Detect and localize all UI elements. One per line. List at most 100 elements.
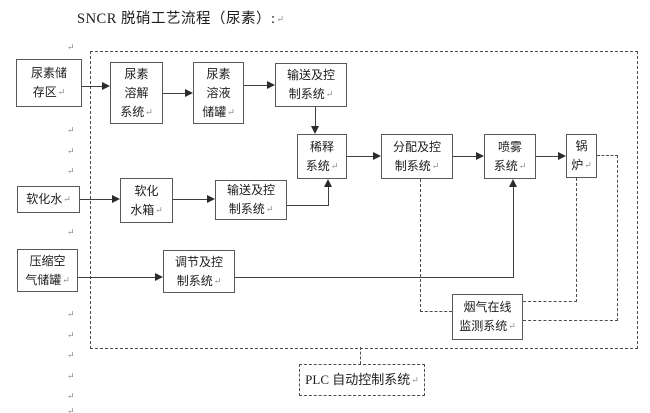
paragraph-mark: ↵ bbox=[67, 146, 75, 156]
paragraph-mark: ↵ bbox=[63, 194, 71, 204]
box-label-line: 压缩空 bbox=[29, 253, 66, 268]
node-urea-storage: 尿素储存区↵ bbox=[16, 59, 82, 107]
paragraph-mark: ↵ bbox=[276, 14, 285, 24]
paragraph-mark: ↵ bbox=[67, 330, 75, 340]
node-softened-water-tank: 软化水箱↵ bbox=[120, 178, 173, 223]
connector-storage-to-dissolving bbox=[82, 86, 103, 87]
box-label-line: 锅 bbox=[575, 139, 588, 153]
page-title: SNCR 脱硝工艺流程（尿素）:↵ bbox=[77, 7, 285, 28]
paragraph-mark: ↵ bbox=[227, 106, 235, 117]
box-label-line: 软化水↵ bbox=[26, 192, 71, 206]
signal-boiler-right-to-monitor-h bbox=[523, 320, 618, 321]
connector-water-to-water-tank bbox=[80, 199, 113, 200]
paragraph-mark: ↵ bbox=[57, 87, 66, 97]
arrowhead bbox=[185, 89, 193, 97]
paragraph-mark: ↵ bbox=[584, 160, 592, 170]
paragraph-mark: ↵ bbox=[325, 89, 334, 99]
box-label-line: 气储罐↵ bbox=[25, 272, 70, 287]
title-text: SNCR 脱硝工艺流程（尿素）: bbox=[77, 11, 276, 27]
connector-transport-to-dilution bbox=[315, 107, 316, 127]
arrowhead bbox=[267, 81, 275, 89]
arrowhead bbox=[476, 152, 484, 160]
box-label-line: 炉↵ bbox=[571, 158, 592, 172]
box-label-line: 溶解 bbox=[124, 85, 149, 100]
connector-solution-tank-to-transport bbox=[244, 85, 268, 86]
node-boiler: 锅炉↵ bbox=[566, 134, 597, 178]
signal-boiler-bottom-to-monitor-v bbox=[576, 178, 577, 302]
box-label-line: 尿素储 bbox=[30, 66, 67, 80]
box-label-line: 存区↵ bbox=[32, 85, 66, 99]
connector-regulation-to-spray-h bbox=[235, 277, 514, 278]
box-label-line: 输送及控 bbox=[226, 183, 275, 197]
node-distribution-control-system: 分配及控制系统↵ bbox=[381, 134, 453, 179]
paragraph-mark: ↵ bbox=[518, 160, 527, 171]
signal-distribution-to-monitor-v bbox=[420, 179, 421, 312]
box-label-line: 输送及控 bbox=[286, 68, 335, 82]
paragraph-mark: ↵ bbox=[67, 125, 75, 135]
paragraph-mark: ↵ bbox=[330, 160, 339, 171]
box-label-line: PLC 自动控制系统↵ bbox=[305, 372, 419, 387]
node-spray-system: 喷雾系统↵ bbox=[484, 134, 536, 179]
box-label-line: 喷雾 bbox=[497, 139, 522, 154]
box-label-line: 制系统↵ bbox=[288, 87, 334, 101]
paragraph-mark: ↵ bbox=[508, 321, 516, 331]
connector-dilution-to-distribution bbox=[347, 156, 374, 157]
paragraph-mark: ↵ bbox=[67, 391, 75, 401]
paragraph-mark: ↵ bbox=[213, 275, 222, 286]
paragraph-mark: ↵ bbox=[67, 166, 75, 176]
signal-distribution-to-monitor-h bbox=[420, 311, 452, 312]
arrowhead bbox=[509, 179, 517, 187]
node-regulation-control-system: 调节及控制系统↵ bbox=[163, 250, 235, 293]
box-label-line: 稀释 bbox=[309, 139, 334, 154]
box-label-line: 制系统↵ bbox=[176, 273, 222, 288]
paragraph-mark: ↵ bbox=[431, 160, 440, 171]
paragraph-mark: ↵ bbox=[67, 227, 75, 237]
plc-control-boundary bbox=[90, 51, 638, 349]
connector-transport-to-dilution-bottom-h bbox=[287, 205, 329, 206]
signal-boiler-right-v bbox=[617, 155, 618, 321]
node-transport-control-system-mid: 输送及控制系统↵ bbox=[215, 180, 287, 220]
paragraph-mark: ↵ bbox=[67, 309, 75, 319]
connector-transport-to-dilution-bottom-v bbox=[328, 185, 329, 206]
paragraph-mark: ↵ bbox=[62, 274, 70, 285]
connector-spray-to-boiler bbox=[536, 156, 559, 157]
connector-distribution-to-spray bbox=[453, 156, 477, 157]
box-label-line: 软化 bbox=[134, 183, 159, 198]
box-label-line: 制系统↵ bbox=[394, 158, 440, 173]
box-label-line: 系统↵ bbox=[305, 158, 339, 173]
connector-air-to-regulation bbox=[78, 277, 156, 278]
arrowhead bbox=[112, 195, 120, 203]
arrowhead bbox=[558, 152, 566, 160]
box-label-line: 制系统↵ bbox=[228, 202, 274, 216]
box-label-line: 系统↵ bbox=[120, 104, 153, 119]
box-label-line: 溶液 bbox=[206, 85, 231, 100]
paragraph-mark: ↵ bbox=[67, 350, 75, 360]
signal-boiler-bottom-to-monitor-h bbox=[523, 301, 577, 302]
box-label-line: 烟气在线 bbox=[463, 300, 512, 314]
box-label-line: 水箱↵ bbox=[130, 202, 163, 217]
node-urea-solution-tank: 尿素溶液储罐↵ bbox=[193, 62, 244, 124]
box-label-line: 系统↵ bbox=[493, 158, 527, 173]
box-label-line: 调节及控 bbox=[174, 254, 223, 269]
arrowhead bbox=[207, 195, 215, 203]
node-softened-water: 软化水↵ bbox=[17, 186, 80, 213]
arrowhead bbox=[102, 82, 110, 90]
connector-dissolving-to-solution-tank bbox=[163, 93, 186, 94]
node-urea-dissolving-system: 尿素溶解系统↵ bbox=[110, 62, 163, 124]
arrowhead bbox=[155, 273, 163, 281]
paragraph-mark: ↵ bbox=[145, 106, 153, 117]
arrowhead bbox=[324, 179, 332, 187]
box-label-line: 监测系统↵ bbox=[459, 319, 516, 333]
node-transport-control-system-top: 输送及控制系统↵ bbox=[275, 63, 347, 107]
node-flue-gas-monitoring-system: 烟气在线监测系统↵ bbox=[452, 294, 523, 340]
paragraph-mark: ↵ bbox=[155, 204, 163, 215]
connector-regulation-to-spray-v bbox=[513, 185, 514, 278]
paragraph-mark: ↵ bbox=[265, 204, 274, 214]
connector-water-tank-to-transport bbox=[173, 199, 208, 200]
box-label-line: 储罐↵ bbox=[202, 104, 235, 119]
signal-boiler-right-h1 bbox=[597, 155, 618, 156]
node-plc-auto-control-system: PLC 自动控制系统↵ bbox=[299, 364, 425, 396]
signal-boundary-to-plc bbox=[360, 347, 361, 364]
paragraph-mark: ↵ bbox=[67, 42, 75, 52]
